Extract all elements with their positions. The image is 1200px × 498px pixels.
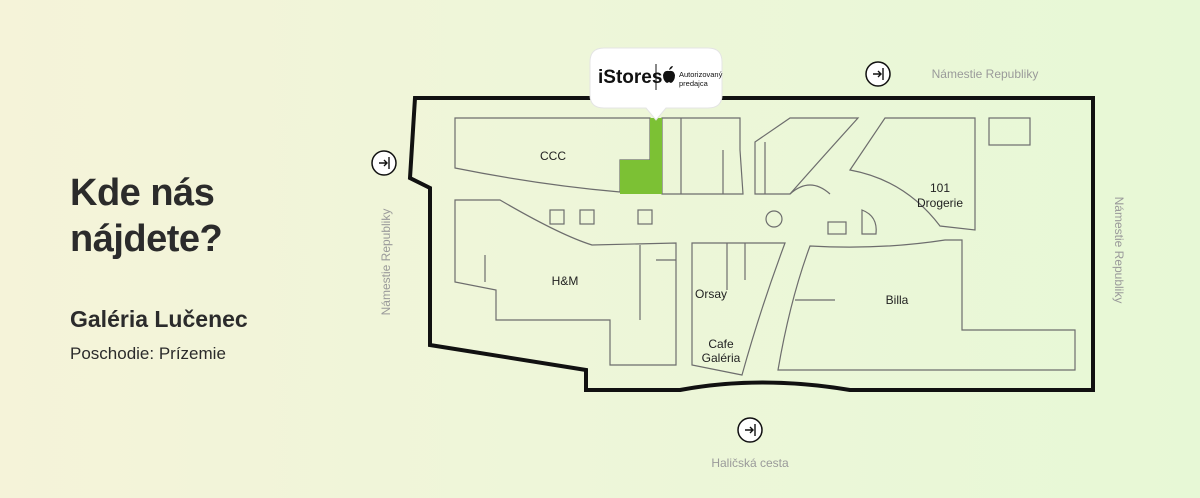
street-label-bottom: Haličská cesta bbox=[711, 456, 789, 470]
store-label-cafe-line1: Cafe bbox=[708, 337, 734, 351]
building-outline bbox=[407, 96, 1095, 392]
store-label-cafe-line2: Galéria bbox=[702, 351, 741, 365]
entrance-icon[interactable] bbox=[737, 417, 763, 443]
mall-name: Galéria Lučenec bbox=[70, 306, 248, 332]
entrance-icon[interactable] bbox=[371, 150, 397, 176]
store-label-orsay: Orsay bbox=[695, 287, 727, 301]
store-label-hm: H&M bbox=[552, 274, 579, 288]
entrance-icon[interactable] bbox=[865, 61, 891, 87]
istores-store-highlight[interactable] bbox=[620, 118, 662, 194]
store-label-drogerie-line2: Drogerie bbox=[917, 196, 963, 210]
apple-icon bbox=[663, 66, 675, 83]
istores-callout[interactable]: iStores Autorizovaný predajca bbox=[589, 47, 723, 121]
street-label-right: Námestie Republiky bbox=[1112, 197, 1126, 304]
store-label-drogerie-line1: 101 bbox=[930, 181, 950, 195]
store-label-billa: Billa bbox=[886, 293, 909, 307]
street-label-left: Námestie Republiky bbox=[379, 209, 393, 316]
store-label-ccc: CCC bbox=[540, 149, 566, 163]
street-label-top: Námestie Republiky bbox=[932, 67, 1039, 81]
logo-badge-line2: predajca bbox=[679, 79, 709, 88]
istores-logo-text: iStores bbox=[598, 67, 662, 88]
page-heading: Kde nás nájdete? bbox=[70, 172, 223, 260]
floor-label: Poschodie: Prízemie bbox=[70, 344, 226, 363]
logo-badge-line1: Autorizovaný bbox=[679, 70, 723, 79]
